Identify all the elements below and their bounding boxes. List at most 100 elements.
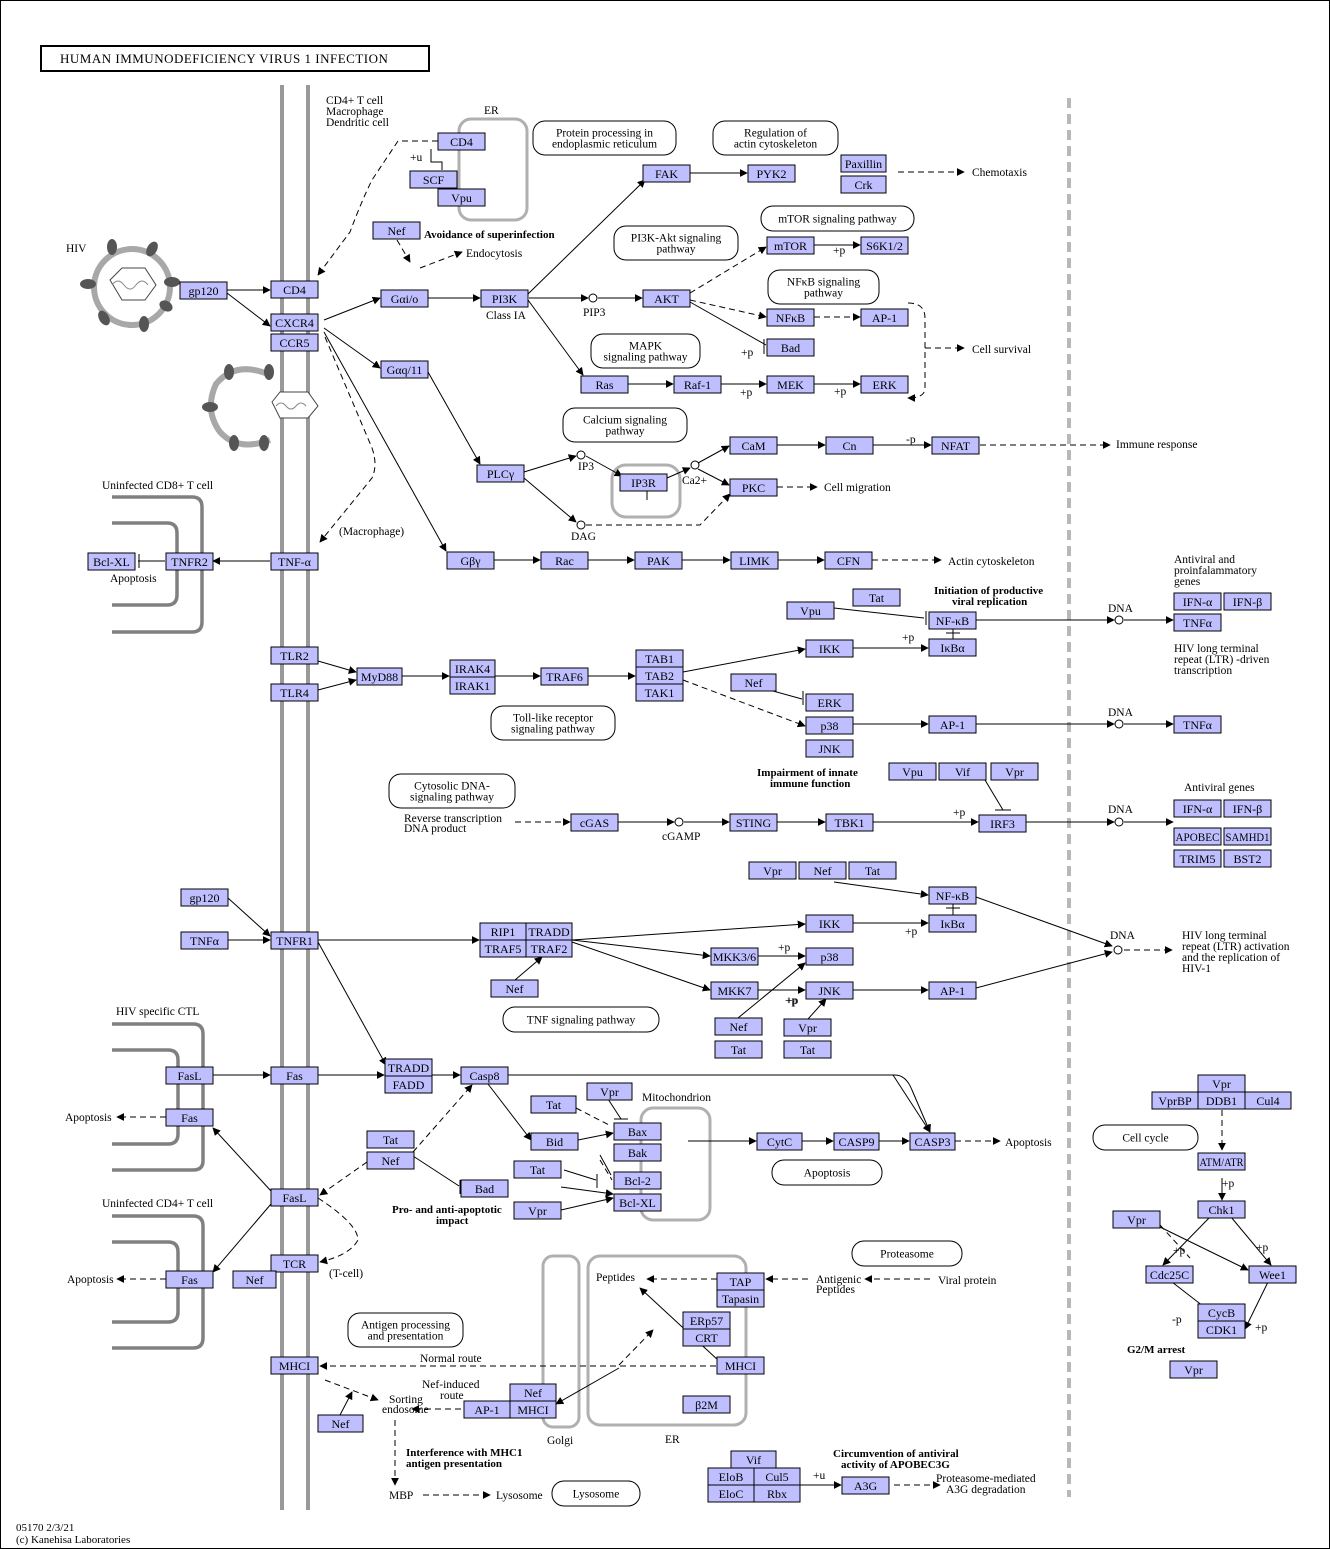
gene-node-mhci[interactable]: MHCI: [270, 1356, 319, 1375]
gene-node-nef[interactable]: Nef: [372, 221, 421, 240]
gene-node-cgas[interactable]: cGAS: [570, 813, 619, 832]
gene-node-ddb1[interactable]: DDB1: [1197, 1091, 1246, 1110]
gene-node-vpr[interactable]: Vpr: [1169, 1360, 1218, 1379]
gene-node-fas[interactable]: Fas: [270, 1066, 319, 1085]
gene-node-vpr[interactable]: Vpr: [990, 762, 1039, 781]
pathway-map-proteasome[interactable]: Proteasome: [851, 1240, 963, 1267]
gene-node-vpr[interactable]: Vpr: [1112, 1210, 1161, 1229]
gene-node-vpu[interactable]: Vpu: [437, 188, 486, 207]
gene-node-ap-1[interactable]: AP-1: [928, 715, 977, 734]
gene-node-tnf[interactable]: TNF-α: [270, 552, 319, 571]
gene-node-p38[interactable]: p38: [805, 716, 854, 735]
gene-node-g[interactable]: Gβγ: [446, 551, 495, 570]
pathway-map-tnf-signaling-pathway[interactable]: TNF signaling pathway: [502, 1006, 660, 1033]
gene-node-pi3k[interactable]: PI3K: [480, 289, 529, 308]
gene-node-tnf[interactable]: TNFα: [1173, 715, 1222, 734]
gene-node-tcr[interactable]: TCR: [270, 1254, 319, 1273]
pathway-map-lysosome[interactable]: Lysosome: [551, 1480, 641, 1507]
gene-node-i-b[interactable]: IκBα: [928, 914, 977, 933]
pathway-map-mtor-signaling-pathway[interactable]: mTOR signaling pathway: [760, 205, 915, 232]
gene-node-tat[interactable]: Tat: [714, 1040, 763, 1059]
gene-node-fasl[interactable]: FasL: [165, 1066, 214, 1085]
gene-node-p38[interactable]: p38: [805, 947, 854, 966]
gene-node-ccr5[interactable]: CCR5: [270, 333, 319, 352]
gene-node-bak[interactable]: Bak: [613, 1143, 662, 1162]
gene-node-ikk[interactable]: IKK: [805, 639, 854, 658]
gene-node-tapasin[interactable]: Tapasin: [716, 1289, 765, 1308]
gene-node-pyk2[interactable]: PYK2: [747, 164, 796, 183]
gene-node-pkc[interactable]: PKC: [729, 478, 778, 497]
gene-node-tat[interactable]: Tat: [852, 588, 901, 607]
gene-node-ap-1[interactable]: AP-1: [463, 1400, 511, 1419]
gene-node-crt[interactable]: CRT: [682, 1328, 731, 1347]
gene-node-tat[interactable]: Tat: [530, 1095, 577, 1114]
gene-node-nef[interactable]: Nef: [714, 1017, 763, 1036]
gene-node-tnf[interactable]: TNFα: [180, 931, 229, 950]
gene-node-nef[interactable]: Nef: [730, 673, 777, 692]
gene-node-bcl-xl[interactable]: Bcl-XL: [87, 552, 136, 571]
gene-node-cam[interactable]: CaM: [729, 436, 778, 455]
gene-node-jnk[interactable]: JNK: [805, 739, 854, 758]
gene-node-vpu[interactable]: Vpu: [888, 762, 937, 781]
gene-node-bad[interactable]: Bad: [460, 1179, 509, 1198]
gene-node-bcl-xl[interactable]: Bcl-XL: [613, 1193, 662, 1212]
gene-node-tak1[interactable]: TAK1: [635, 683, 684, 702]
gene-node-i-b[interactable]: IκBα: [928, 638, 977, 657]
gene-node-fadd[interactable]: FADD: [384, 1075, 433, 1094]
gene-node-traf2[interactable]: TRAF2: [525, 939, 573, 958]
gene-node-mek[interactable]: MEK: [766, 375, 815, 394]
gene-node-bst2[interactable]: BST2: [1223, 849, 1272, 868]
gene-node-jnk[interactable]: JNK: [805, 981, 854, 1000]
gene-node-fas[interactable]: Fas: [165, 1270, 214, 1289]
gene-node-bad[interactable]: Bad: [766, 338, 815, 357]
gene-node-cycb[interactable]: CycB: [1197, 1303, 1246, 1322]
gene-node-nf-b[interactable]: NFκB: [766, 308, 815, 327]
gene-node-rip1[interactable]: RIP1: [479, 922, 527, 941]
gene-node-tab2[interactable]: TAB2: [635, 666, 684, 685]
gene-node-tat[interactable]: Tat: [366, 1130, 415, 1149]
gene-node-casp8[interactable]: Casp8: [460, 1066, 509, 1085]
pathway-map-cytosolic-dna-signaling-pathway[interactable]: Cytosolic DNA-signaling pathway: [388, 773, 516, 809]
gene-node-casp3[interactable]: CASP3: [909, 1132, 956, 1151]
gene-node-samhd1[interactable]: SAMHD1: [1223, 827, 1272, 846]
gene-node-elob[interactable]: EloB: [707, 1467, 755, 1486]
gene-node-traf6[interactable]: TRAF6: [540, 667, 589, 686]
gene-node-tradd[interactable]: TRADD: [384, 1058, 433, 1077]
gene-node-tlr2[interactable]: TLR2: [270, 646, 319, 665]
gene-node-plc[interactable]: PLCγ: [476, 464, 525, 483]
gene-node-crk[interactable]: Crk: [840, 175, 887, 194]
gene-node-tradd[interactable]: TRADD: [525, 922, 573, 941]
gene-node-tnf[interactable]: TNFα: [1173, 613, 1222, 632]
gene-node-nef[interactable]: Nef: [366, 1151, 415, 1170]
gene-node-ifn[interactable]: IFN-β: [1223, 592, 1272, 611]
pathway-map-cell-cycle[interactable]: Cell cycle: [1092, 1124, 1199, 1151]
gene-node-pak[interactable]: PAK: [634, 551, 683, 570]
gene-node-bcl-2[interactable]: Bcl-2: [613, 1171, 662, 1190]
gene-node-nef[interactable]: Nef: [490, 979, 539, 998]
gene-node-cd4[interactable]: CD4: [270, 280, 319, 299]
gene-node-a3g[interactable]: A3G: [841, 1476, 890, 1495]
gene-node-vpr[interactable]: Vpr: [1197, 1074, 1246, 1093]
gene-node-trim5[interactable]: TRIM5: [1173, 849, 1222, 868]
gene-node-fak[interactable]: FAK: [642, 164, 691, 183]
gene-node-mhci[interactable]: MHCI: [716, 1356, 765, 1375]
gene-node-cul5[interactable]: Cul5: [753, 1467, 801, 1486]
gene-node-nef[interactable]: Nef: [232, 1270, 277, 1289]
gene-node-tlr4[interactable]: TLR4: [270, 683, 319, 702]
gene-node-mkk7[interactable]: MKK7: [710, 981, 759, 1000]
gene-node-gp120[interactable]: gp120: [179, 281, 228, 300]
gene-node-casp9[interactable]: CASP9: [833, 1132, 880, 1151]
gene-node-vpr[interactable]: Vpr: [513, 1201, 562, 1220]
gene-node-traf5[interactable]: TRAF5: [479, 939, 527, 958]
gene-node-raf-1[interactable]: Raf-1: [673, 375, 722, 394]
gene-node-apobec[interactable]: APOBEC: [1173, 827, 1222, 846]
gene-node-mhci[interactable]: MHCI: [509, 1400, 557, 1419]
gene-node-tnfr1[interactable]: TNFR1: [270, 931, 319, 950]
gene-node-cytc[interactable]: CytC: [756, 1132, 803, 1151]
